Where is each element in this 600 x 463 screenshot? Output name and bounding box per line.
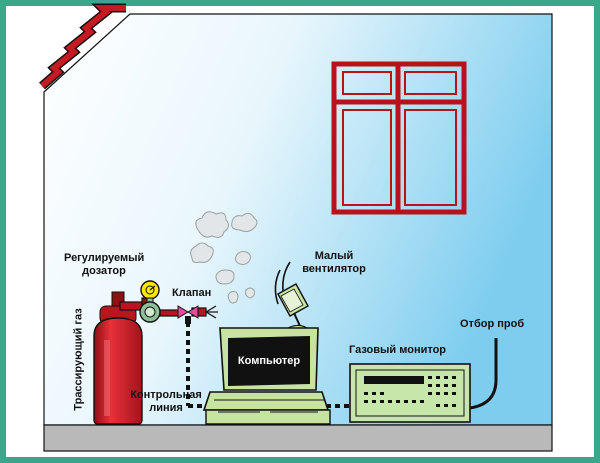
computer-label: Компьютер xyxy=(237,355,301,367)
room-wall xyxy=(43,13,553,426)
smoke-puffs xyxy=(190,211,258,304)
control-line-label-line1: Контрольная xyxy=(130,389,202,401)
dosing-regulator-label-line2: дозатор xyxy=(82,265,126,277)
valve xyxy=(177,305,218,324)
gas-cylinder xyxy=(93,291,143,425)
dosing-regulator-label: Регулируемый дозатор xyxy=(64,252,144,278)
sampling-label: Отбор проб xyxy=(460,318,525,330)
valve-label: Клапан xyxy=(172,287,212,299)
small-fan-label-line1: Малый xyxy=(314,250,354,262)
dosing-regulator-label-line1: Регулируемый xyxy=(64,252,145,264)
roof-zigzag xyxy=(39,3,126,90)
window xyxy=(331,61,467,215)
gas-monitor-label: Газовый монитор xyxy=(349,344,447,356)
sampling-tube xyxy=(469,338,498,410)
control-line-label-line2: линия xyxy=(149,402,183,414)
floor xyxy=(43,424,553,452)
regulator-body xyxy=(139,280,161,323)
tracer-gas-label: Трассирующий газ xyxy=(72,308,85,411)
small-fan-label-line2: вентилятор xyxy=(302,263,366,275)
gas-monitor xyxy=(349,363,471,423)
computer xyxy=(202,327,331,425)
control-line-label: Контрольная линия xyxy=(124,389,208,415)
control-line xyxy=(186,322,216,408)
small-fan-label: Малый вентилятор xyxy=(296,250,372,276)
